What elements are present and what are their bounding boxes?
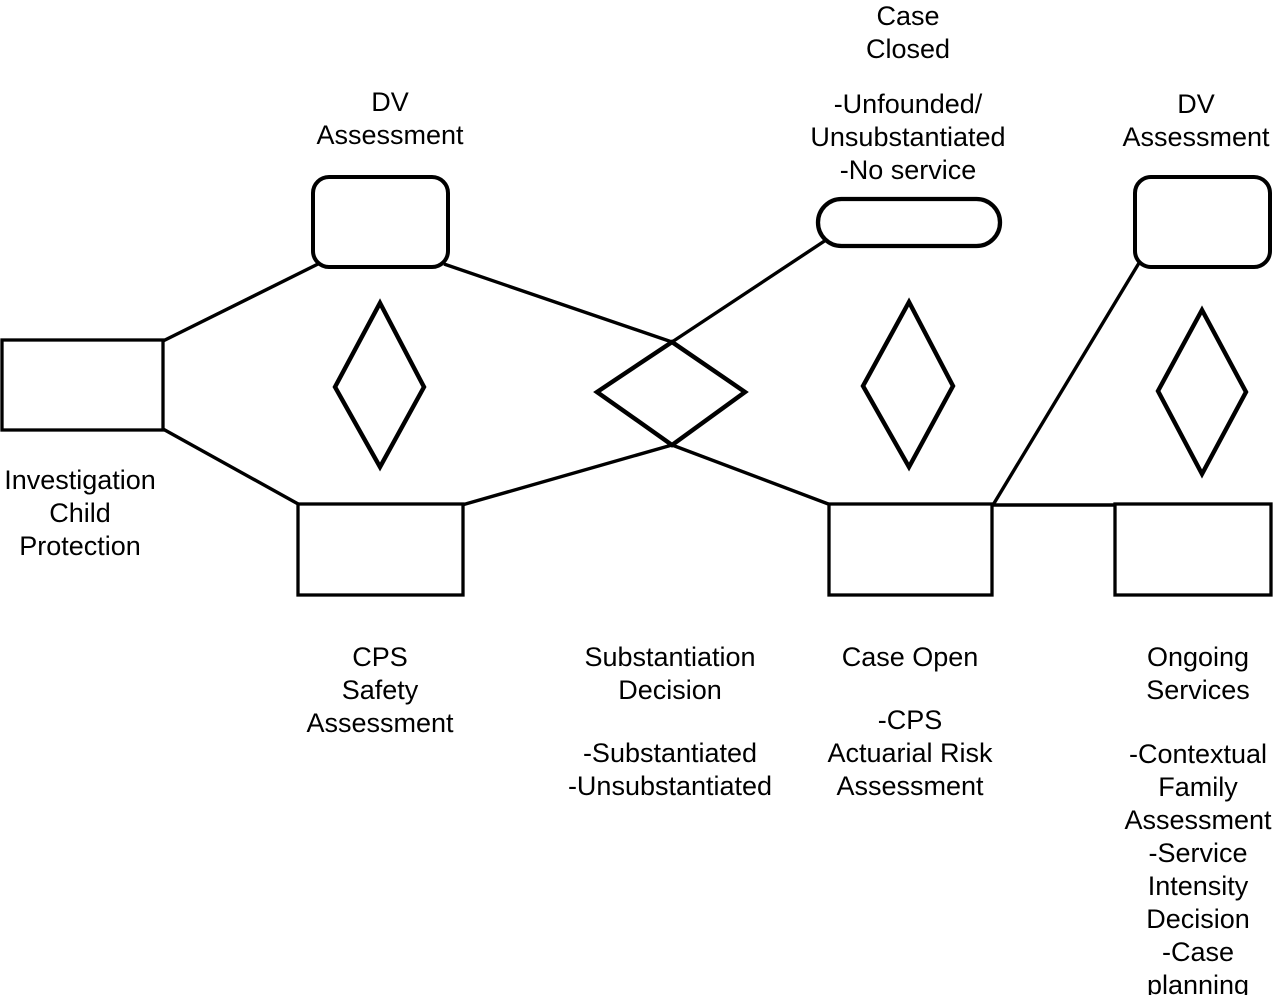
- label-line: -Case: [1161, 937, 1235, 967]
- label-line: Decision: [1146, 904, 1250, 934]
- ongoing-services-box: [1113, 502, 1273, 597]
- edge-case-open-to-dv-right: [991, 262, 1141, 506]
- safety-decision-diamond: [332, 298, 427, 472]
- substantiation-decision-diamond: [593, 339, 749, 448]
- details-case-closed: -Unfounded/ Unsubstantiated -No service: [798, 88, 1018, 187]
- details-ongoing-services: -Contextual Family Assessment -Service I…: [1098, 738, 1280, 995]
- label-line: Services: [1146, 675, 1250, 705]
- label-line: Family: [1158, 772, 1238, 802]
- label-line: -Service: [1148, 838, 1248, 868]
- details-substantiation-decision: -Substantiated -Unsubstantiated: [555, 737, 785, 803]
- service-decision-diamond: [1155, 305, 1249, 479]
- label-case-open: Case Open: [810, 641, 1010, 674]
- investigation-box: [0, 338, 165, 432]
- label-line: Assessment: [1124, 805, 1272, 835]
- label-line: Actuarial Risk: [827, 738, 993, 768]
- edge-investigation-to-cps-safety: [162, 427, 301, 507]
- label-substantiation-decision: Substantiation Decision: [560, 641, 780, 707]
- label-line: Case: [876, 1, 940, 31]
- dv-assessment-box-right: [1133, 175, 1272, 269]
- label-line: planning: [1146, 970, 1250, 995]
- label-line: Closed: [865, 34, 951, 64]
- label-line: Investigation: [4, 465, 156, 495]
- label-line: Assessment: [306, 708, 454, 738]
- details-case-open: -CPS Actuarial Risk Assessment: [810, 704, 1010, 803]
- edge-dv-left-to-substantiation-diamond: [443, 262, 673, 344]
- label-line: -No service: [839, 155, 977, 185]
- label-line: Safety: [341, 675, 419, 705]
- label-line: Case Open: [841, 642, 979, 672]
- label-line: Assessment: [836, 771, 984, 801]
- cps-safety-assessment-box: [296, 502, 465, 597]
- edge-substantiation-diamond-to-case-closed: [671, 238, 827, 344]
- label-line: Intensity: [1147, 871, 1249, 901]
- label-line: -Contextual: [1128, 739, 1268, 769]
- label-line: -Unfounded/: [833, 89, 983, 119]
- label-line: Substantiation: [584, 642, 756, 672]
- edge-cps-safety-to-substantiation-diamond: [461, 443, 673, 507]
- label-line: Assessment: [316, 120, 464, 150]
- case-closed-pill: [815, 196, 1003, 249]
- label-line: Assessment: [1122, 122, 1270, 152]
- label-line: -CPS: [877, 705, 943, 735]
- label-line: Decision: [618, 675, 722, 705]
- case-open-box: [827, 502, 994, 597]
- label-line: CPS: [352, 642, 408, 672]
- label-line: Child: [49, 498, 111, 528]
- label-investigation: Investigation Child Protection: [0, 464, 170, 563]
- risk-decision-diamond: [860, 297, 956, 472]
- label-dv-assessment-left: DV Assessment: [290, 86, 490, 152]
- edge-substantiation-diamond-to-case-open: [671, 443, 832, 507]
- label-line: DV: [371, 87, 409, 117]
- label-ongoing-services: Ongoing Services: [1098, 641, 1280, 707]
- label-cps-safety-assessment: CPS Safety Assessment: [280, 641, 480, 740]
- label-case-closed: Case Closed: [808, 0, 1008, 66]
- edge-investigation-to-dv-left: [162, 262, 319, 343]
- label-line: Unsubstantiated: [810, 122, 1006, 152]
- label-line: DV: [1177, 89, 1215, 119]
- label-line: -Substantiated: [582, 738, 758, 768]
- label-line: -Unsubstantiated: [567, 771, 773, 801]
- label-line: Ongoing: [1146, 642, 1250, 672]
- dv-assessment-box-left: [311, 175, 450, 269]
- label-dv-assessment-right: DV Assessment: [1096, 88, 1280, 154]
- label-line: Protection: [19, 531, 141, 561]
